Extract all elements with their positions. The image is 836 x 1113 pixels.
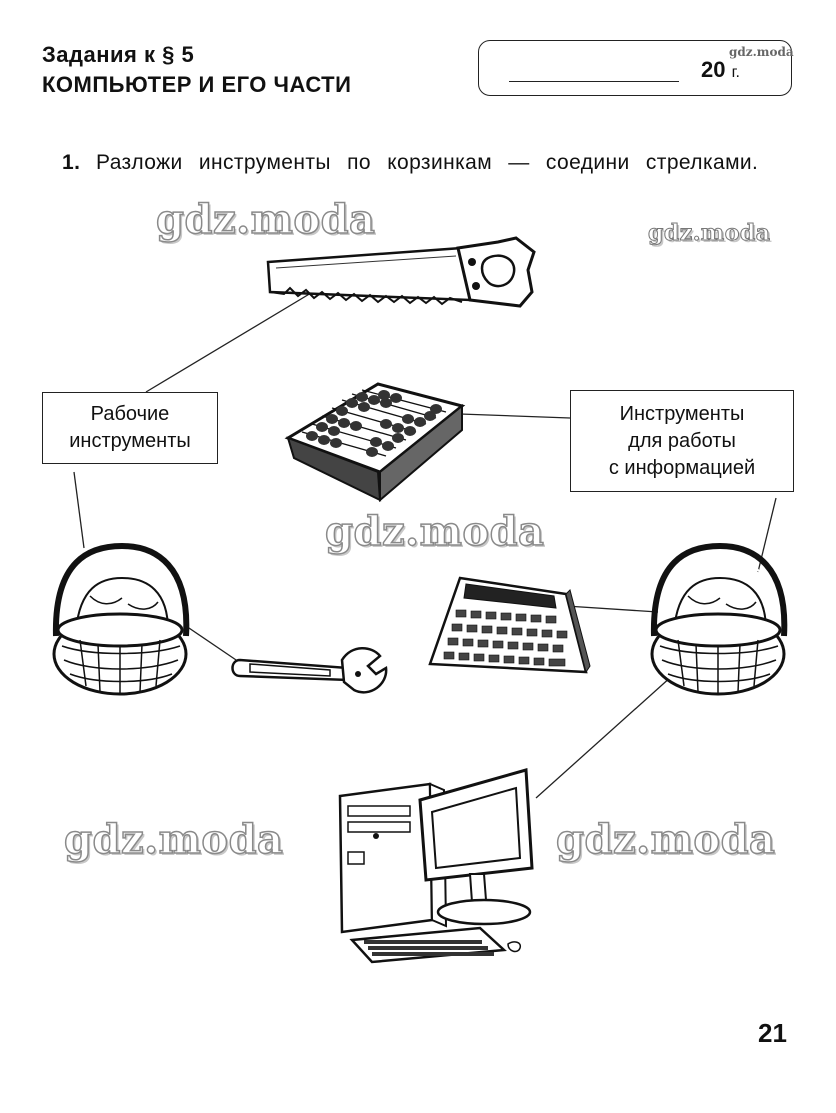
date-watermark: gdz.moda [729, 45, 794, 59]
heading-line-2: КОМПЬЮТЕР И ЕГО ЧАСТИ [42, 72, 352, 97]
watermark: gdz.moda [155, 195, 376, 244]
date-year: 20 г. [701, 57, 740, 82]
basket-icon [52, 542, 190, 696]
task-number: 1. [62, 151, 81, 174]
task-1: 1. Разложи инструменты по корзинкам — со… [62, 148, 797, 178]
line-computer-basket [535, 675, 673, 799]
date-box: 20 г. gdz.moda [478, 40, 794, 96]
line-work-basket [73, 471, 85, 549]
label-work-tools: Рабочие инструменты [42, 392, 218, 464]
calculator-icon [428, 576, 591, 674]
watermark: gdz.moda [555, 815, 776, 864]
computer-icon [338, 768, 534, 964]
line-abacus-info [459, 413, 571, 419]
connection-lines [73, 283, 777, 799]
heading-line-1: Задания к § 5 [42, 42, 195, 67]
watermark: gdz.moda [324, 507, 545, 556]
line-basket-wrench [185, 625, 243, 665]
watermark: gdz.moda [648, 220, 771, 247]
page-number: 21 [758, 1018, 787, 1048]
abacus-icon [284, 382, 466, 503]
line-work-saw [145, 283, 327, 393]
basket-icon [650, 542, 788, 696]
saw-icon [266, 236, 536, 308]
line-calc-basket [565, 605, 659, 613]
date-year-suffix: г. [731, 64, 740, 81]
wrench-icon [231, 647, 388, 694]
label-info-tools: Инструменты для работы с информацией [570, 390, 794, 492]
page-heading: Задания к § 5 КОМПЬЮТЕР И ЕГО ЧАСТИ [42, 40, 351, 100]
date-blank-line [509, 81, 679, 82]
task-text: Разложи инструменты по корзинкам — соеди… [96, 151, 759, 174]
watermark: gdz.moda [63, 815, 284, 864]
